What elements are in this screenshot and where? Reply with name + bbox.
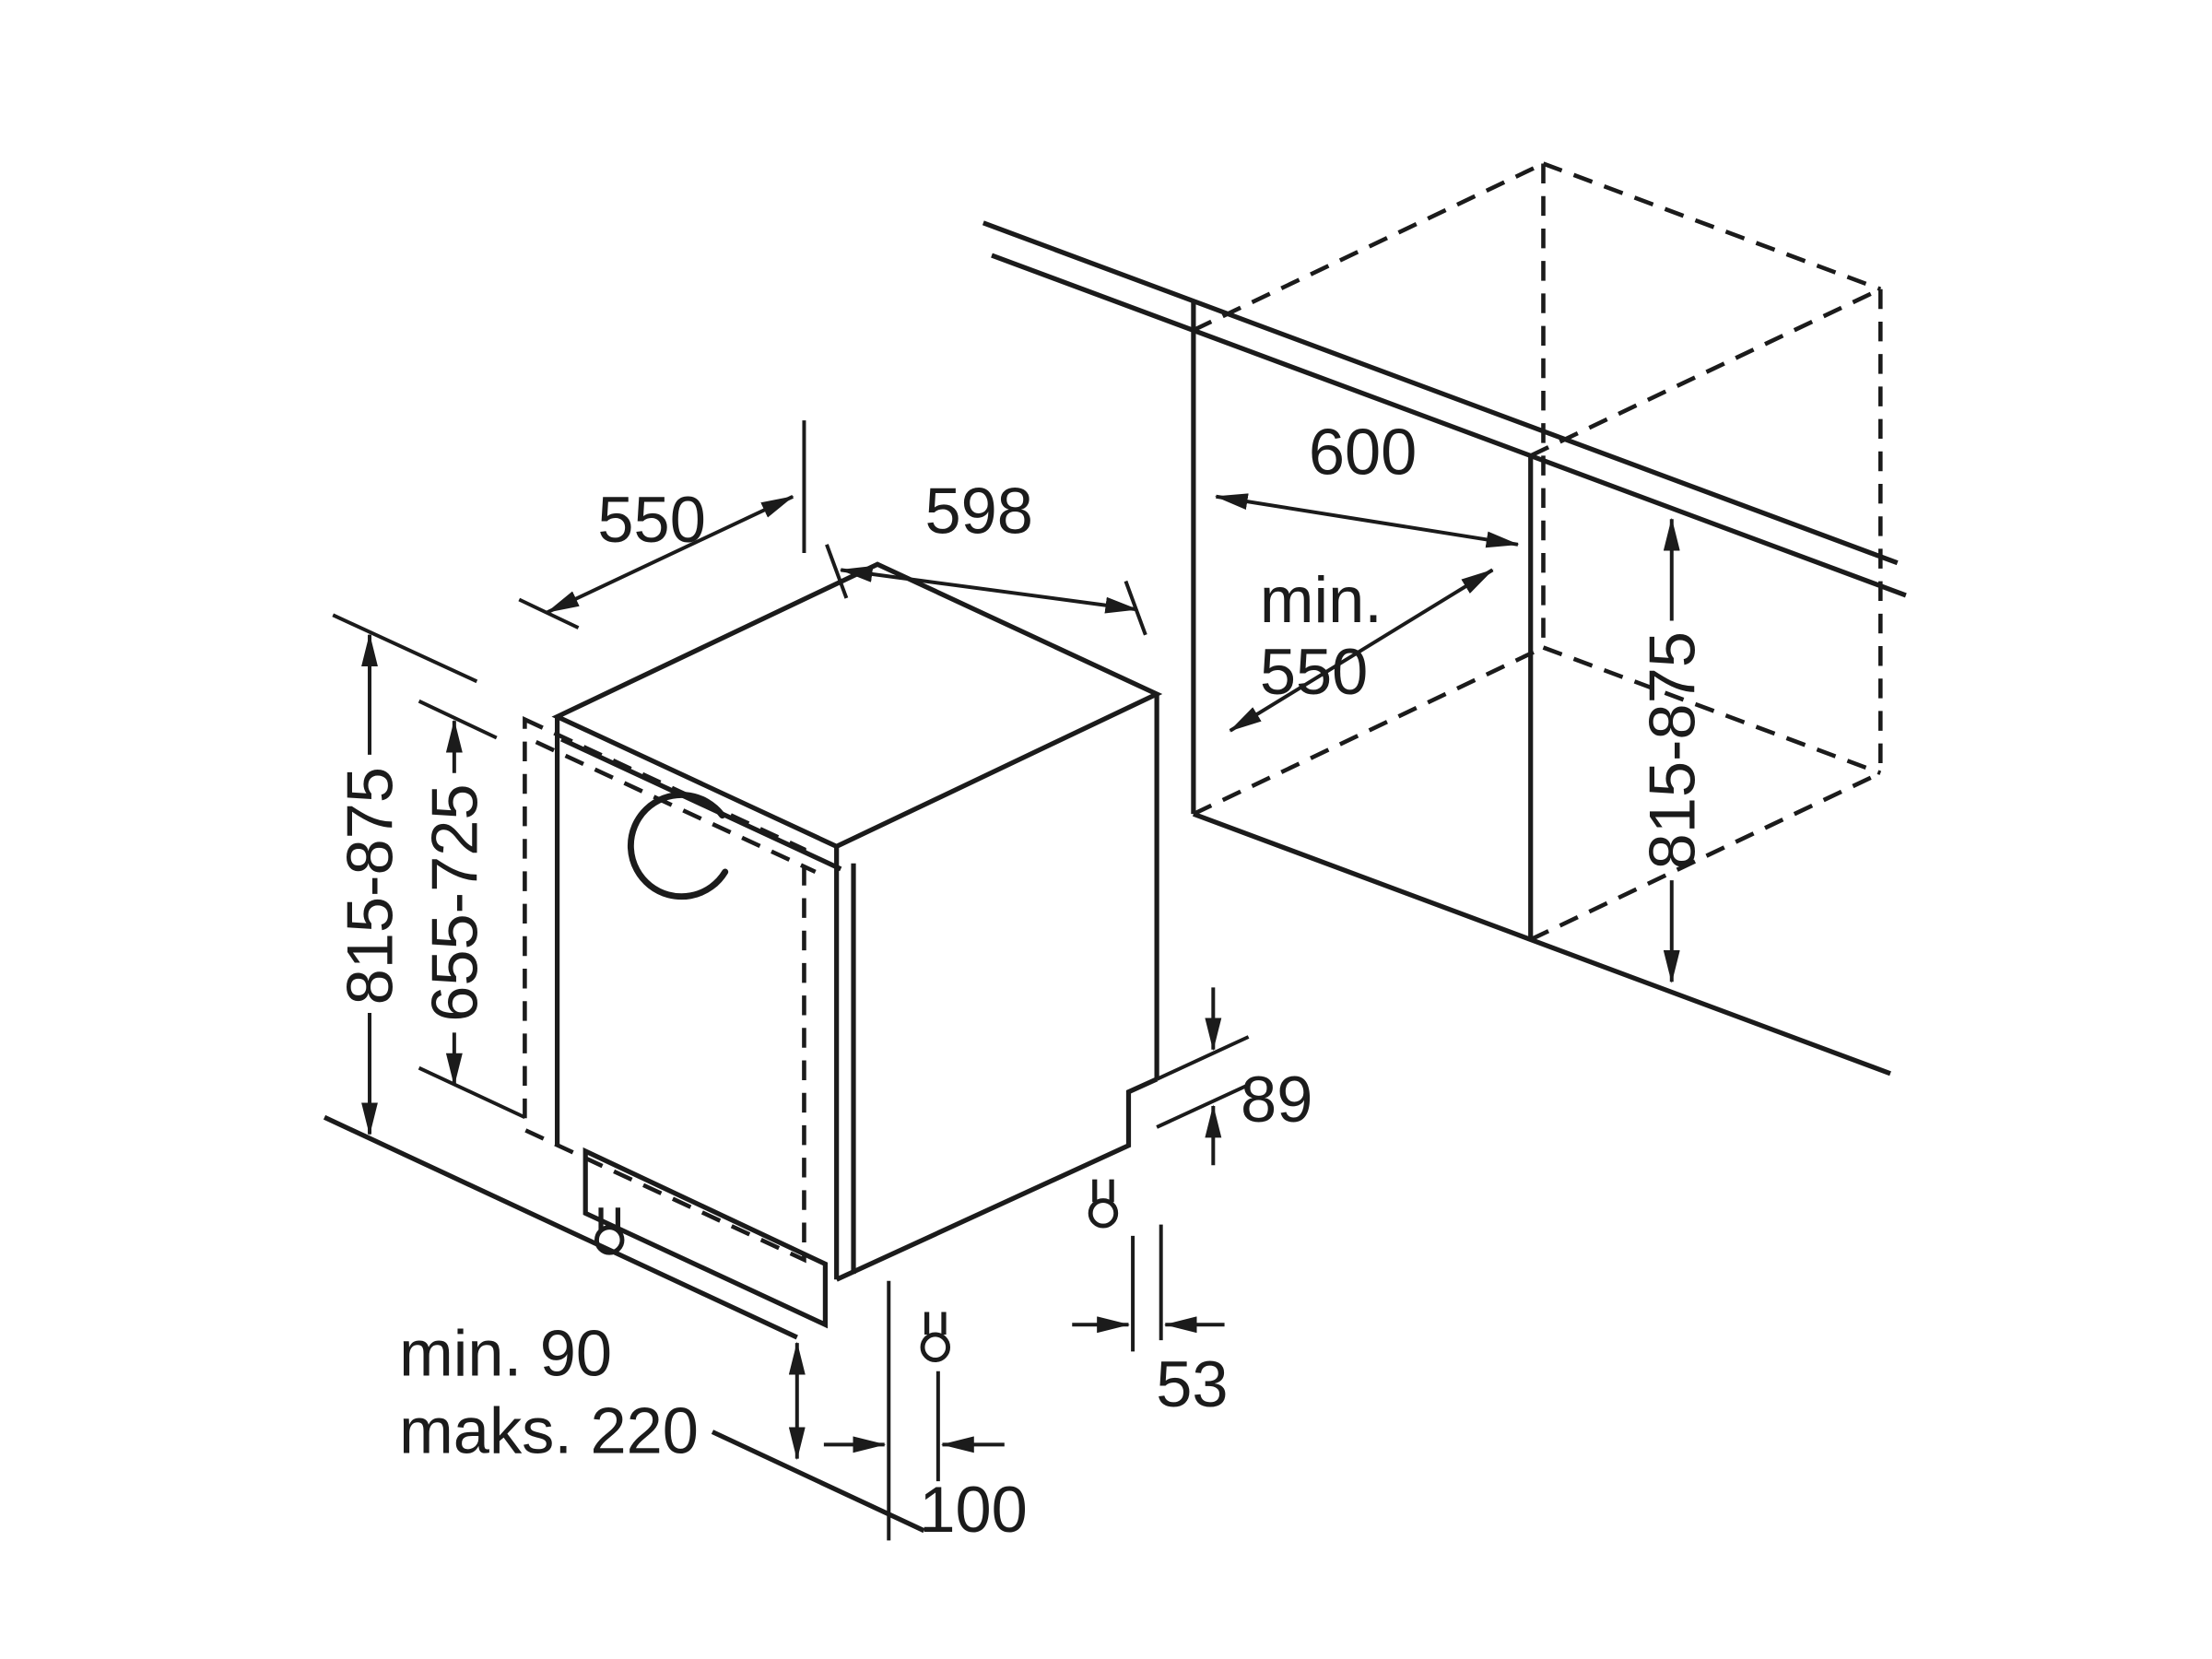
floor-line-upper	[323, 1114, 798, 1340]
niche-dashed	[1192, 161, 1883, 942]
plinth-max-label: maks. 220	[399, 1394, 699, 1467]
ext-height-top	[332, 613, 478, 684]
cavity-top-right-edge	[1529, 287, 1882, 458]
dishwasher-body	[551, 561, 1163, 1329]
foot-stem-left	[598, 1207, 621, 1230]
niche-height-label: 815-875	[1635, 631, 1708, 869]
dim-line-depth	[546, 494, 794, 615]
plinth-panel	[582, 1147, 829, 1329]
rear-step-label: 89	[1241, 1063, 1312, 1135]
door-panel-inner-line	[535, 740, 817, 875]
appliance-width-label: 598	[925, 475, 1033, 547]
side-bottom-with-notch	[835, 1077, 1159, 1282]
niche-solid	[982, 220, 1907, 1077]
rear-foot-offset-label: 53	[1156, 1347, 1228, 1420]
door-panel-dashed	[523, 716, 817, 1264]
worktop-front-top	[982, 220, 1899, 566]
appliance-height-label: 815-875	[334, 767, 406, 1005]
top-face	[551, 561, 1163, 850]
appliance-depth-label: 550	[597, 483, 705, 556]
niche-floor-edge	[1192, 811, 1891, 1077]
foot-stem-front	[924, 1312, 947, 1335]
ext-door-bottom	[418, 1065, 526, 1120]
door-height-label: 655-725	[418, 783, 490, 1021]
plinth-min-label: min. 90	[399, 1316, 612, 1389]
dim-niche-depth	[1229, 568, 1494, 733]
ext-door-top	[418, 699, 498, 740]
niche-depth-label-value: 550	[1260, 635, 1368, 708]
foot-front	[920, 1332, 951, 1362]
ext-depth-left	[518, 597, 580, 629]
floor-line-lower	[711, 1430, 925, 1534]
niche-dimensions	[1214, 493, 1680, 983]
appliance-dimensions	[332, 420, 1250, 1541]
cavity-top-left-edge	[1192, 161, 1545, 333]
dim-line-width	[839, 566, 1139, 614]
door-panel-outline	[523, 716, 806, 1264]
ext-width-left	[825, 544, 849, 599]
worktop-front-bottom	[991, 253, 1907, 598]
ext-step-top	[1156, 1035, 1250, 1081]
foot-rear	[1088, 1198, 1119, 1229]
front-foot-offset-label: 100	[919, 1473, 1027, 1546]
cavity-back-top-edge	[1542, 161, 1882, 291]
dim-niche-width	[1214, 493, 1520, 548]
ext-width-right	[1124, 580, 1147, 636]
foot-stem-rear	[1092, 1179, 1114, 1203]
ext-step-bottom	[1156, 1083, 1250, 1129]
cavity-back-bottom-edge	[1542, 645, 1882, 775]
labels: 550 598 815-875 655-725 min. 90 maks. 22…	[334, 415, 1709, 1546]
cavity-bottom-left-edge	[1192, 645, 1545, 817]
door-top-edge	[560, 736, 842, 872]
niche-width-label: 600	[1309, 415, 1417, 488]
niche-depth-label-min: min.	[1260, 563, 1382, 636]
